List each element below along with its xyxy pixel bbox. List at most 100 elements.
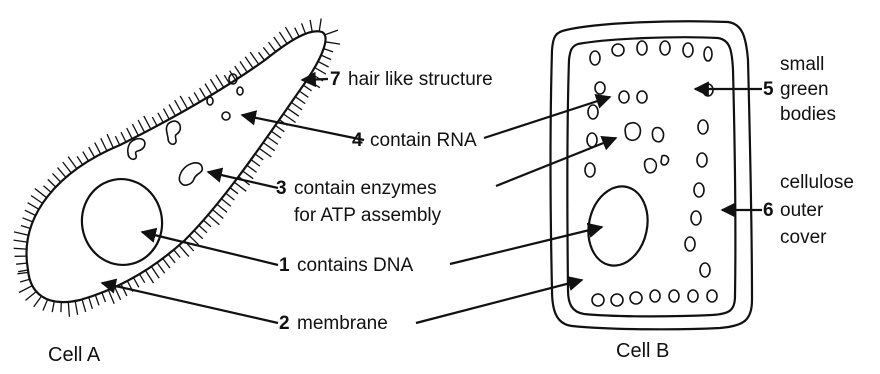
cilium [75, 301, 77, 315]
cilium [102, 293, 106, 302]
cilium [31, 196, 43, 204]
pointer-arrows [102, 79, 762, 323]
label-4-text: contain RNA [370, 130, 477, 151]
caption-cell-a: Cell A [48, 344, 101, 366]
cilium [43, 299, 48, 310]
arrow-4b [484, 97, 610, 138]
label-5-number: 5 [763, 79, 774, 100]
cilium [158, 113, 163, 123]
label-5: small 5 green bodies [763, 54, 836, 125]
cilium [189, 97, 194, 106]
cilium [16, 263, 27, 264]
cilium [303, 85, 311, 91]
cilium [271, 131, 281, 138]
label-7-number: 7 [330, 69, 341, 90]
cilium [83, 152, 89, 161]
cilium [14, 232, 29, 235]
cilium [164, 109, 170, 120]
cilium [245, 57, 253, 69]
cilium [151, 267, 159, 279]
cell-b-chloroplasts [585, 41, 717, 306]
label-7: 7 hair like structure [330, 69, 493, 90]
cilium [144, 116, 151, 129]
cilium [230, 188, 238, 194]
cilium [95, 295, 99, 305]
label-5-line2: green [780, 79, 829, 100]
cilium [121, 284, 127, 296]
cilium [101, 138, 107, 151]
cilium [217, 204, 227, 212]
cell-b [551, 21, 753, 329]
cilium [175, 100, 182, 112]
label-2-text: membrane [297, 313, 388, 334]
label-2-number: 2 [279, 313, 290, 334]
cilium [287, 108, 299, 116]
cilium [210, 79, 217, 91]
cilium [251, 160, 260, 166]
cell-a-organelle [166, 121, 180, 144]
cilium [82, 299, 86, 312]
cilium [321, 55, 331, 60]
cilium [168, 254, 175, 263]
cilium [121, 132, 126, 142]
cilium [234, 182, 246, 191]
cell-a-granule [237, 87, 243, 95]
label-6: cellulose 6 outer cover [763, 172, 854, 248]
cilium [138, 120, 145, 132]
label-6-number: 6 [763, 200, 774, 221]
cilium [285, 27, 293, 40]
cell-a [14, 19, 341, 317]
label-4-number: 4 [352, 130, 363, 151]
cilium [221, 199, 230, 207]
cilium [157, 263, 165, 274]
cell-a-organelle [179, 163, 202, 185]
label-6-line2: outer [780, 200, 824, 221]
label-3-number: 3 [276, 178, 287, 199]
cilium [259, 148, 271, 157]
arrow-7 [302, 79, 328, 80]
arrow-4 [242, 115, 364, 140]
cilium [163, 259, 170, 269]
label-3: 3 contain enzymes for ATP assembly [276, 178, 442, 226]
cilium [310, 20, 312, 32]
cilium [208, 215, 219, 225]
cilium [194, 92, 200, 102]
label-1: 1 contains DNA [279, 255, 413, 276]
cilium [279, 32, 287, 44]
cilium [199, 225, 207, 232]
cilium [68, 157, 77, 169]
label-1-text: contains DNA [297, 255, 413, 276]
cilium [243, 171, 254, 179]
label-7-text: hair like structure [348, 69, 493, 90]
caption-cell-b: Cell B [616, 340, 669, 362]
cilium [269, 42, 276, 52]
cilium [180, 96, 187, 109]
cilium [263, 47, 270, 56]
cilium [20, 279, 30, 282]
cilium [17, 272, 28, 273]
cilium [295, 28, 299, 37]
arrow-3 [208, 172, 278, 188]
cilium [115, 287, 121, 300]
arrow-1b [450, 227, 602, 264]
cilium [204, 220, 212, 227]
label-6-line3: cover [780, 227, 827, 248]
cilium [19, 286, 32, 293]
cilium [325, 30, 338, 35]
cilium [267, 137, 278, 145]
cilium [107, 134, 113, 148]
cilium [274, 37, 282, 48]
label-3-line1: contain enzymes [294, 178, 437, 199]
cilium [179, 245, 189, 256]
cilium [23, 218, 33, 222]
cilium [68, 302, 69, 317]
cilium [250, 52, 259, 64]
cilium [247, 165, 257, 172]
cilium [34, 296, 42, 307]
cilium [25, 210, 36, 215]
cilium [324, 49, 334, 52]
cilium [315, 68, 326, 75]
cilium [108, 290, 114, 304]
cilium [194, 231, 203, 239]
cilium [255, 154, 263, 160]
